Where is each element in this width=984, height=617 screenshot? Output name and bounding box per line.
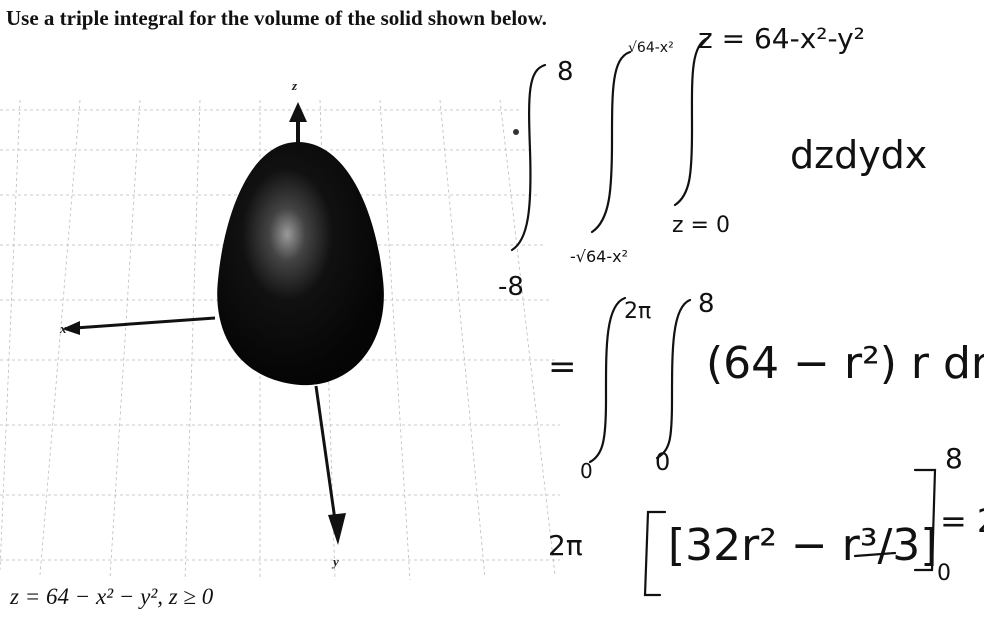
x-axis bbox=[74, 316, 216, 330]
integral-sign-outer bbox=[510, 63, 547, 252]
eval-upper-limit: 8 bbox=[945, 442, 963, 475]
inner-lower-limit: z = 0 bbox=[672, 213, 730, 238]
x-axis-label: x bbox=[59, 321, 67, 336]
middle-lower-limit: -√64-x² bbox=[570, 247, 628, 266]
inner-upper-limit: z = 64-x²-y² bbox=[698, 22, 865, 55]
eval-lower-limit: 0 bbox=[937, 561, 951, 586]
r-lower-limit: 0 bbox=[655, 448, 670, 476]
bracket-right bbox=[913, 468, 937, 572]
z-axis-arrow bbox=[289, 102, 307, 122]
integral-sign-inner bbox=[673, 36, 710, 207]
y-axis-label: y bbox=[331, 554, 339, 569]
coefficient-2pi: 2π bbox=[548, 529, 583, 562]
question-text: Use a triple integral for the volume of … bbox=[6, 6, 547, 30]
theta-upper-limit: 2π bbox=[624, 299, 651, 324]
theta-lower-limit: 0 bbox=[580, 459, 593, 483]
integral-sign-middle bbox=[590, 50, 632, 234]
integral-sign-theta bbox=[588, 296, 627, 464]
outer-upper-limit: 8 bbox=[557, 57, 574, 87]
outer-lower-limit: -8 bbox=[498, 272, 524, 302]
integrand: (64 − r²) r dr bbox=[706, 338, 984, 389]
paraboloid-surface bbox=[217, 142, 384, 386]
y-axis-arrow bbox=[328, 513, 346, 545]
middle-upper-limit: √64-x² bbox=[628, 40, 674, 56]
result-partial: = 2 bbox=[940, 502, 984, 540]
bracket-left bbox=[643, 510, 667, 597]
y-axis bbox=[314, 385, 337, 521]
equals-sign-1: = bbox=[548, 347, 577, 387]
differential: dzdydx bbox=[790, 133, 927, 177]
r-upper-limit: 8 bbox=[698, 289, 715, 319]
equation-caption: z = 64 − x² − y², z ≥ 0 bbox=[10, 584, 214, 609]
antiderivative: [32r² − r³/3] bbox=[668, 520, 937, 571]
integral-sign-r bbox=[655, 298, 692, 460]
z-axis-label: z bbox=[291, 78, 298, 93]
x-axis-arrow bbox=[62, 321, 80, 335]
